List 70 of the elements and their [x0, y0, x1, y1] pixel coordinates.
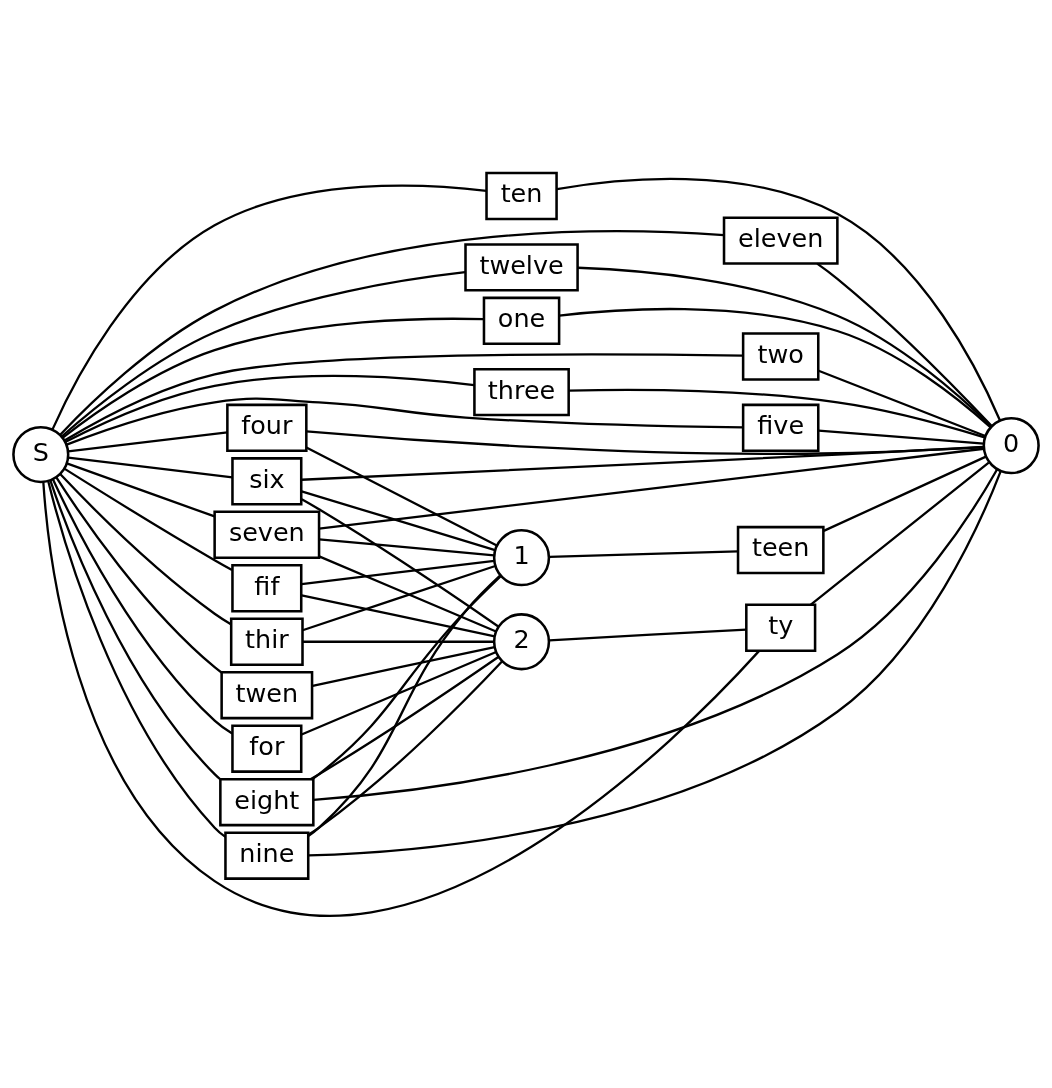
- connector: [55, 476, 223, 673]
- connector: [559, 307, 992, 428]
- connector: [301, 559, 495, 585]
- connector: [577, 266, 993, 427]
- connector: [302, 640, 494, 643]
- connector: [312, 645, 495, 687]
- connector: [306, 429, 984, 455]
- node-box: twelve: [464, 242, 579, 292]
- connector: [823, 455, 987, 532]
- connector: [301, 593, 495, 637]
- connector: [60, 270, 466, 437]
- node-box: ty: [745, 603, 817, 652]
- connector: [64, 467, 233, 571]
- connector: [318, 447, 985, 530]
- node-box: twen: [220, 670, 314, 719]
- connector: [63, 352, 743, 441]
- node-circle: 1: [492, 528, 551, 586]
- node-box: seven: [213, 510, 321, 559]
- node-box: nine: [224, 831, 310, 880]
- connector: [68, 456, 233, 478]
- connector: [301, 489, 496, 551]
- node-box: four: [226, 403, 308, 452]
- node-box: six: [231, 456, 303, 505]
- connector: [42, 481, 760, 916]
- connector: [51, 184, 487, 430]
- node-box: eleven: [722, 215, 839, 265]
- node-box: thir: [229, 617, 304, 666]
- connector: [301, 445, 984, 481]
- connector: [68, 430, 228, 453]
- connector: [66, 397, 744, 446]
- connector: [308, 660, 504, 835]
- node-box: three: [473, 367, 570, 416]
- connector: [818, 369, 986, 437]
- node-box: eight: [219, 777, 315, 826]
- connector: [59, 229, 724, 435]
- node-circle: 2: [492, 612, 551, 670]
- node-box: two: [741, 331, 820, 381]
- connector: [309, 655, 499, 780]
- connector: [52, 478, 233, 734]
- node-box: for: [231, 724, 303, 773]
- connector: [810, 461, 990, 606]
- connector: [62, 317, 484, 439]
- node-circle: S: [12, 425, 70, 483]
- connector: [549, 627, 747, 641]
- connector: [49, 479, 221, 780]
- connector: [308, 470, 1002, 857]
- node-box: teen: [736, 525, 825, 574]
- connector: [556, 177, 1001, 421]
- connector: [311, 574, 502, 780]
- connector: [318, 554, 497, 632]
- node-box: five: [741, 403, 820, 452]
- node-box: one: [482, 296, 561, 345]
- connector: [301, 650, 497, 736]
- connector: [313, 468, 999, 801]
- connector: [59, 473, 232, 625]
- node-circle: 0: [982, 416, 1040, 474]
- connector: [307, 574, 501, 837]
- connector: [549, 549, 738, 558]
- connector: [816, 262, 993, 427]
- connector: [818, 429, 984, 445]
- connector: [568, 388, 985, 439]
- connector: [301, 497, 499, 627]
- node-box: fif: [231, 563, 303, 612]
- connector: [66, 461, 215, 517]
- connector: [47, 480, 227, 838]
- connector: [319, 537, 495, 556]
- connector: [64, 374, 475, 443]
- node-box: ten: [485, 171, 558, 220]
- connector: [302, 564, 496, 631]
- connector: [305, 446, 498, 547]
